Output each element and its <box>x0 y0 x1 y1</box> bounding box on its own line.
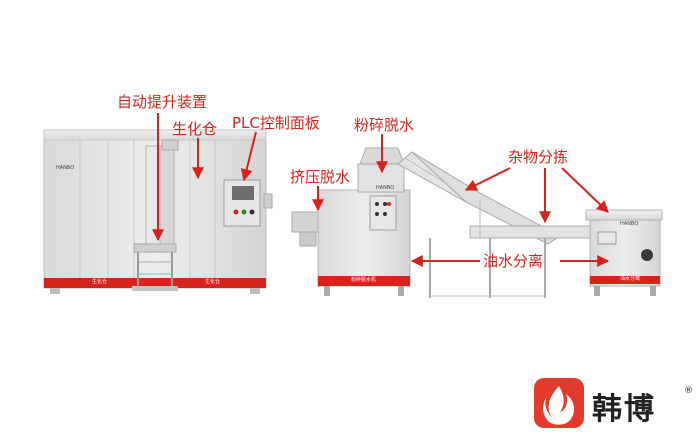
brand-logo: 韩博 ® <box>528 374 696 432</box>
machine-brand-separator: HANBO <box>620 221 639 227</box>
machine-label-crusher: 粉碎脱水机 <box>351 277 377 283</box>
logo-flame-icon <box>534 378 584 428</box>
label-crush-dewater: 粉碎脱水 <box>354 116 415 134</box>
oil-water-separator <box>585 209 663 296</box>
crusher-machine <box>317 147 411 296</box>
label-oil-water-separation: 油水分离 <box>483 252 544 270</box>
label-debris-sorting: 杂物分拣 <box>508 148 569 166</box>
sorting-conveyor <box>397 151 611 298</box>
machine-brand-crusher: HANBO <box>376 185 395 191</box>
annotation-arrows <box>152 113 610 267</box>
registered-mark-icon: ® <box>684 386 693 396</box>
machine-brand-bio: HANBO <box>56 165 75 171</box>
label-auto-lift: 自动提升装置 <box>117 93 208 111</box>
brand-logo-name: 韩博 <box>592 392 656 427</box>
lift-device <box>132 139 179 291</box>
plc-panel <box>223 179 261 227</box>
machine-label-bio-left: 生化仓 <box>92 279 108 285</box>
label-bio-tank: 生化仓 <box>172 120 218 138</box>
label-squeeze-dewater: 挤压脱水 <box>290 168 351 186</box>
machine-label-oil-unit: 油水分离 <box>620 276 641 282</box>
machine-label-bio-right: 生化仓 <box>205 279 221 285</box>
label-plc-panel: PLC控制面板 <box>232 114 320 132</box>
